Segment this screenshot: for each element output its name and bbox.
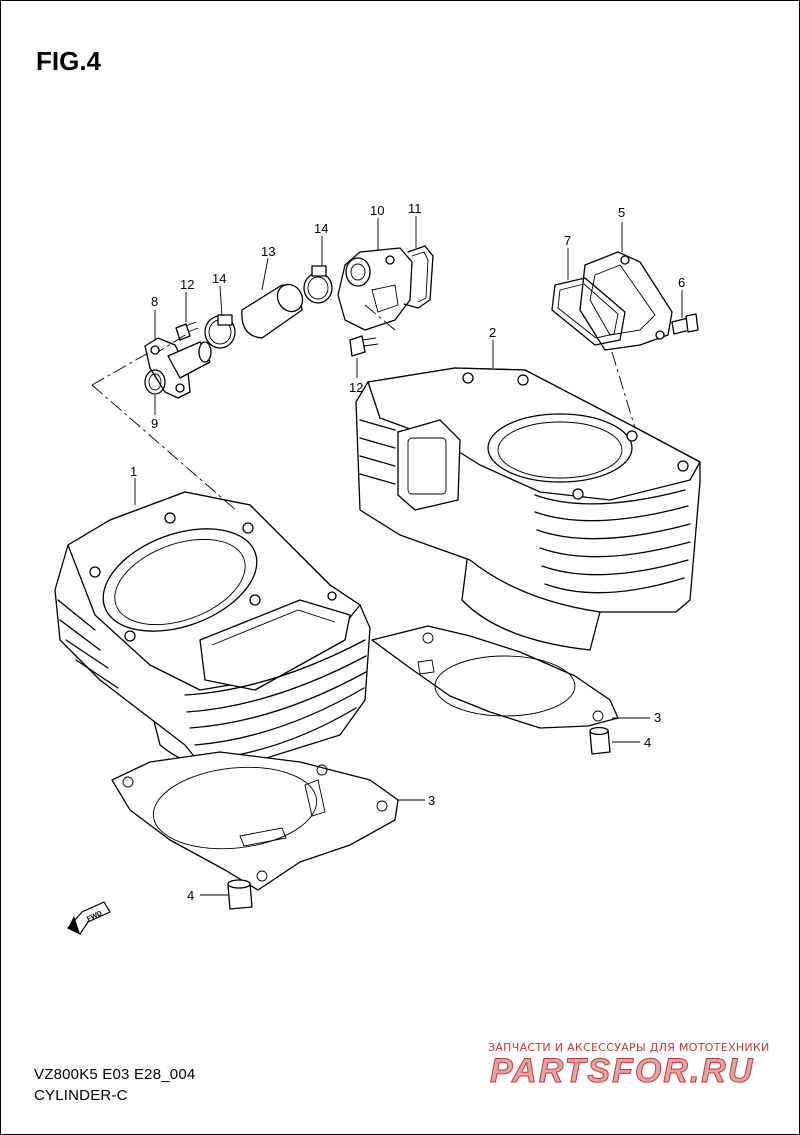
callout-5: 5 [618,205,625,220]
rear-cover [579,251,673,351]
assembly-line [91,351,151,386]
o-ring-front [144,369,166,395]
section-name: CYLINDER-C [34,1087,128,1104]
callout-13: 13 [261,244,275,259]
callout-4-rear: 4 [644,735,651,750]
callout-1: 1 [130,464,137,479]
assembly-line [91,384,239,513]
callout-14-right: 14 [314,221,328,236]
callout-8: 8 [151,294,158,309]
callout-9: 9 [151,416,158,431]
callout-10: 10 [370,203,384,218]
housing-gasket [403,245,434,309]
assembly-line [364,304,396,331]
bolt-rear [671,313,699,335]
callout-numbers: 1 2 3 3 4 4 5 6 7 8 9 10 11 12 12 13 14 … [130,201,685,903]
watermark-logo: PARTSFOR.RU [489,1052,755,1091]
front-cylinder [54,491,371,776]
clamp-right [303,265,333,304]
thermostat-housing [337,247,413,331]
union-fitting [144,337,212,399]
callout-7: 7 [564,233,571,248]
callout-3-rear: 3 [654,710,661,725]
bolt-housing [349,335,379,357]
watermark-tagline: ЗАПЧАСТИ И АКСЕССУАРЫ ДЛЯ МОТОТЕХНИКИ [488,1041,770,1054]
callout-12-housing: 12 [349,380,363,395]
hose [241,283,304,339]
assembly-line [611,351,636,429]
rear-cylinder [355,367,701,651]
bolt-union [175,321,199,341]
clamp-left [204,314,236,349]
callout-2: 2 [489,325,496,340]
callout-14-left: 14 [212,271,226,286]
fwd-arrow-icon: FWD [67,901,111,935]
callout-12-union: 12 [180,277,194,292]
o-ring-rear [551,277,626,346]
figure-title: FIG.4 [36,46,102,76]
dowel-pin-front [227,879,253,910]
front-cylinder-gasket [111,751,399,891]
callout-4-front: 4 [187,888,194,903]
model-code: VZ800K5 E03 E28_004 [34,1066,196,1083]
callout-6: 6 [678,275,685,290]
dowel-pin-rear [589,726,611,755]
assembly-line [157,334,186,353]
callout-3-front: 3 [428,793,435,808]
leader-lines [134,216,683,896]
callout-11: 11 [408,201,422,216]
